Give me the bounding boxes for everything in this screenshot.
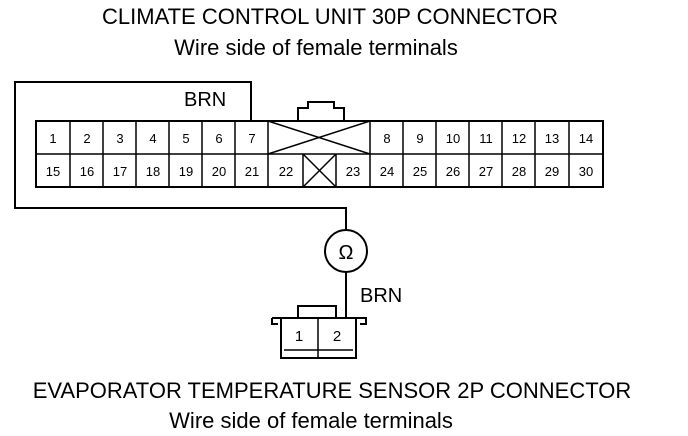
connector-2p: 1 2 — [271, 305, 367, 359]
pin-23: 23 — [346, 164, 360, 179]
pin-20: 20 — [212, 164, 226, 179]
pin-12: 12 — [512, 131, 526, 146]
pin-10: 10 — [446, 131, 460, 146]
pin-27: 27 — [479, 164, 493, 179]
ohm-symbol: Ω — [339, 242, 354, 264]
pin-1: 1 — [49, 131, 56, 146]
connector-30p: 1 2 3 4 5 6 7 8 9 10 11 12 13 14 15 16 1… — [35, 101, 604, 188]
sensor-connector-subtitle: Wire side of female terminals — [169, 408, 453, 433]
sensor-wire-color-label: BRN — [360, 285, 402, 307]
top-wire-color-label: BRN — [184, 89, 226, 111]
pin-11: 11 — [479, 131, 493, 146]
pin-2: 2 — [83, 131, 90, 146]
pin-3: 3 — [116, 131, 123, 146]
pin-21: 21 — [245, 164, 259, 179]
pin-7: 7 — [248, 131, 255, 146]
pin-16: 16 — [80, 164, 94, 179]
pin-29: 29 — [545, 164, 559, 179]
pin-14: 14 — [579, 131, 593, 146]
pin-5: 5 — [182, 131, 189, 146]
pin-24: 24 — [380, 164, 394, 179]
pin-25: 25 — [413, 164, 427, 179]
pin-15: 15 — [46, 164, 60, 179]
brn-wire-pin7 — [14, 81, 347, 230]
pin-30: 30 — [579, 164, 593, 179]
pin-9: 9 — [416, 131, 423, 146]
sensor-pin-1: 1 — [295, 328, 303, 345]
pin-6: 6 — [215, 131, 222, 146]
pin-22: 22 — [279, 164, 293, 179]
pin-17: 17 — [113, 164, 127, 179]
pin-4: 4 — [149, 131, 156, 146]
pin-26: 26 — [446, 164, 460, 179]
unit-connector-title: CLIMATE CONTROL UNIT 30P CONNECTOR — [102, 4, 558, 29]
sensor-connector-title: EVAPORATOR TEMPERATURE SENSOR 2P CONNECT… — [33, 378, 632, 403]
pin-28: 28 — [512, 164, 526, 179]
pin-13: 13 — [545, 131, 559, 146]
sensor-pin-2: 2 — [333, 328, 341, 345]
unit-connector-subtitle: Wire side of female terminals — [174, 35, 458, 60]
pin-8: 8 — [383, 131, 390, 146]
pin-19: 19 — [179, 164, 193, 179]
pin-18: 18 — [146, 164, 160, 179]
